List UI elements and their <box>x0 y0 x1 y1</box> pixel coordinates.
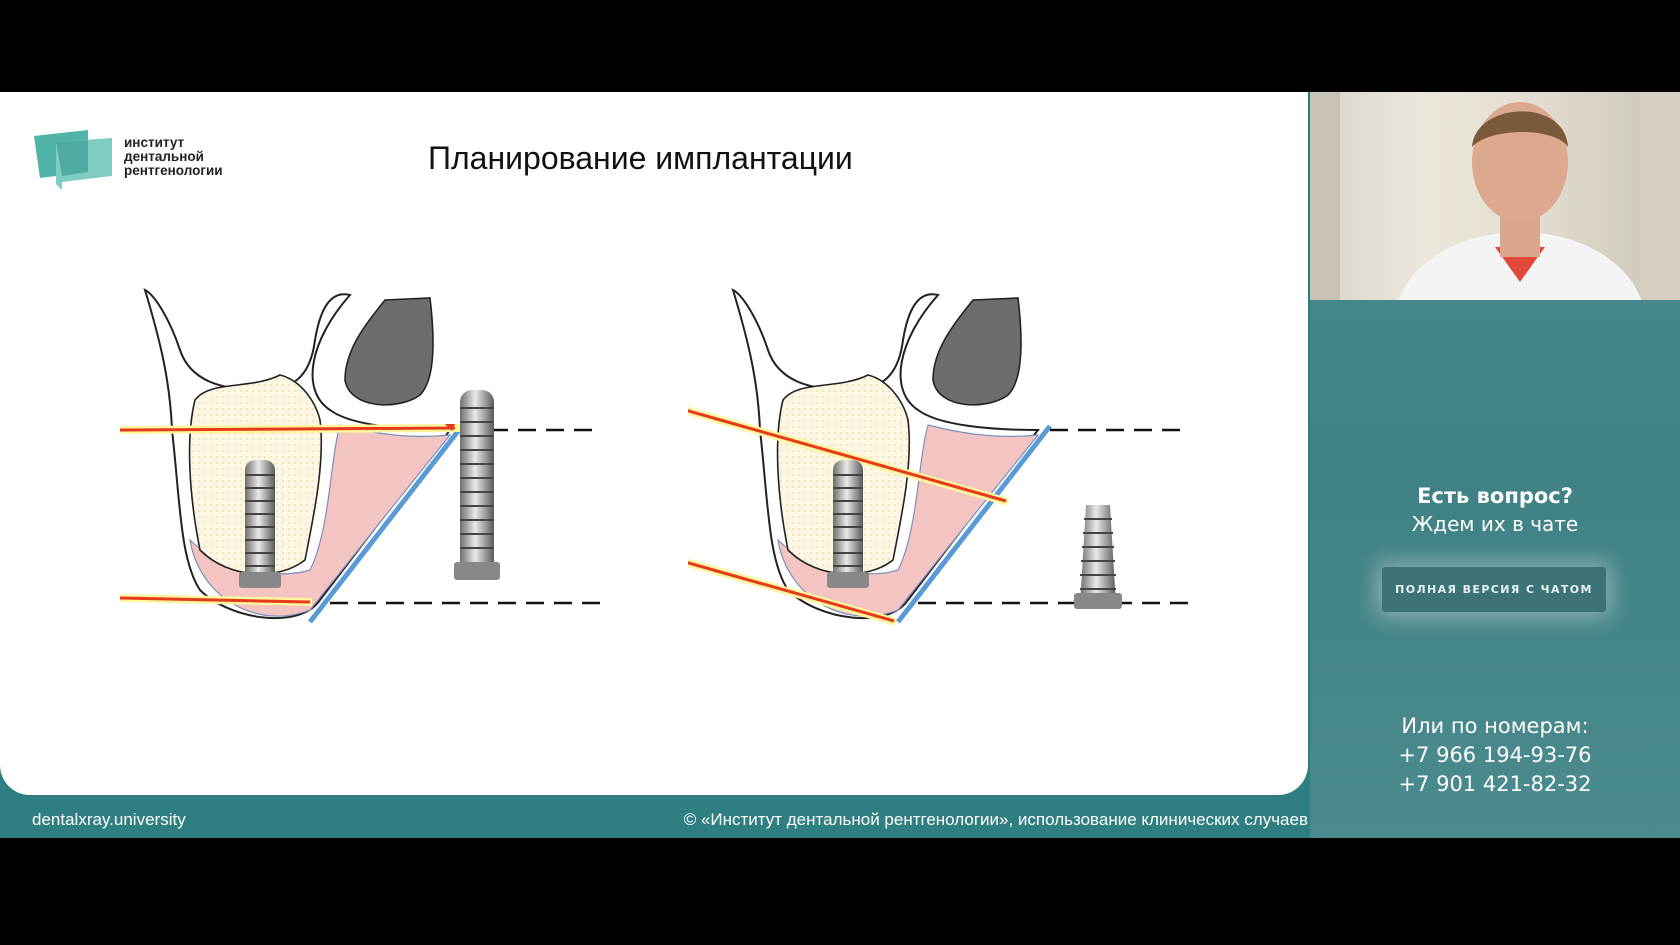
logo-flags-icon <box>34 130 112 190</box>
question-subtitle: Ждем их в чате <box>1411 512 1579 536</box>
implant-diagram-right <box>688 288 1188 626</box>
question-title: Есть вопрос? <box>1417 484 1573 508</box>
footer-copyright: © «Институт дентальной рентгенологии», и… <box>683 810 1308 829</box>
logo-line-1: институт <box>124 135 185 150</box>
webcam-feed <box>1310 92 1680 300</box>
implant-diagram-left <box>119 288 600 624</box>
slide-title: Планирование имплантации <box>428 140 853 176</box>
logo-line-3: рентгенологии <box>124 163 223 178</box>
phones-label: Или по номерам: <box>1401 714 1589 738</box>
full-version-chat-button[interactable]: ПОЛНАЯ ВЕРСИЯ С ЧАТОМ <box>1382 567 1606 612</box>
phone-number-2[interactable]: +7 901 421-82-32 <box>1398 772 1592 796</box>
logo-line-2: дентальной <box>124 149 204 164</box>
presenter-image <box>1310 92 1680 300</box>
logo-text: институт дентальной рентгенологии <box>124 136 223 178</box>
footer-url[interactable]: dentalxray.university <box>32 810 186 829</box>
phone-number-1[interactable]: +7 966 194-93-76 <box>1398 743 1592 767</box>
